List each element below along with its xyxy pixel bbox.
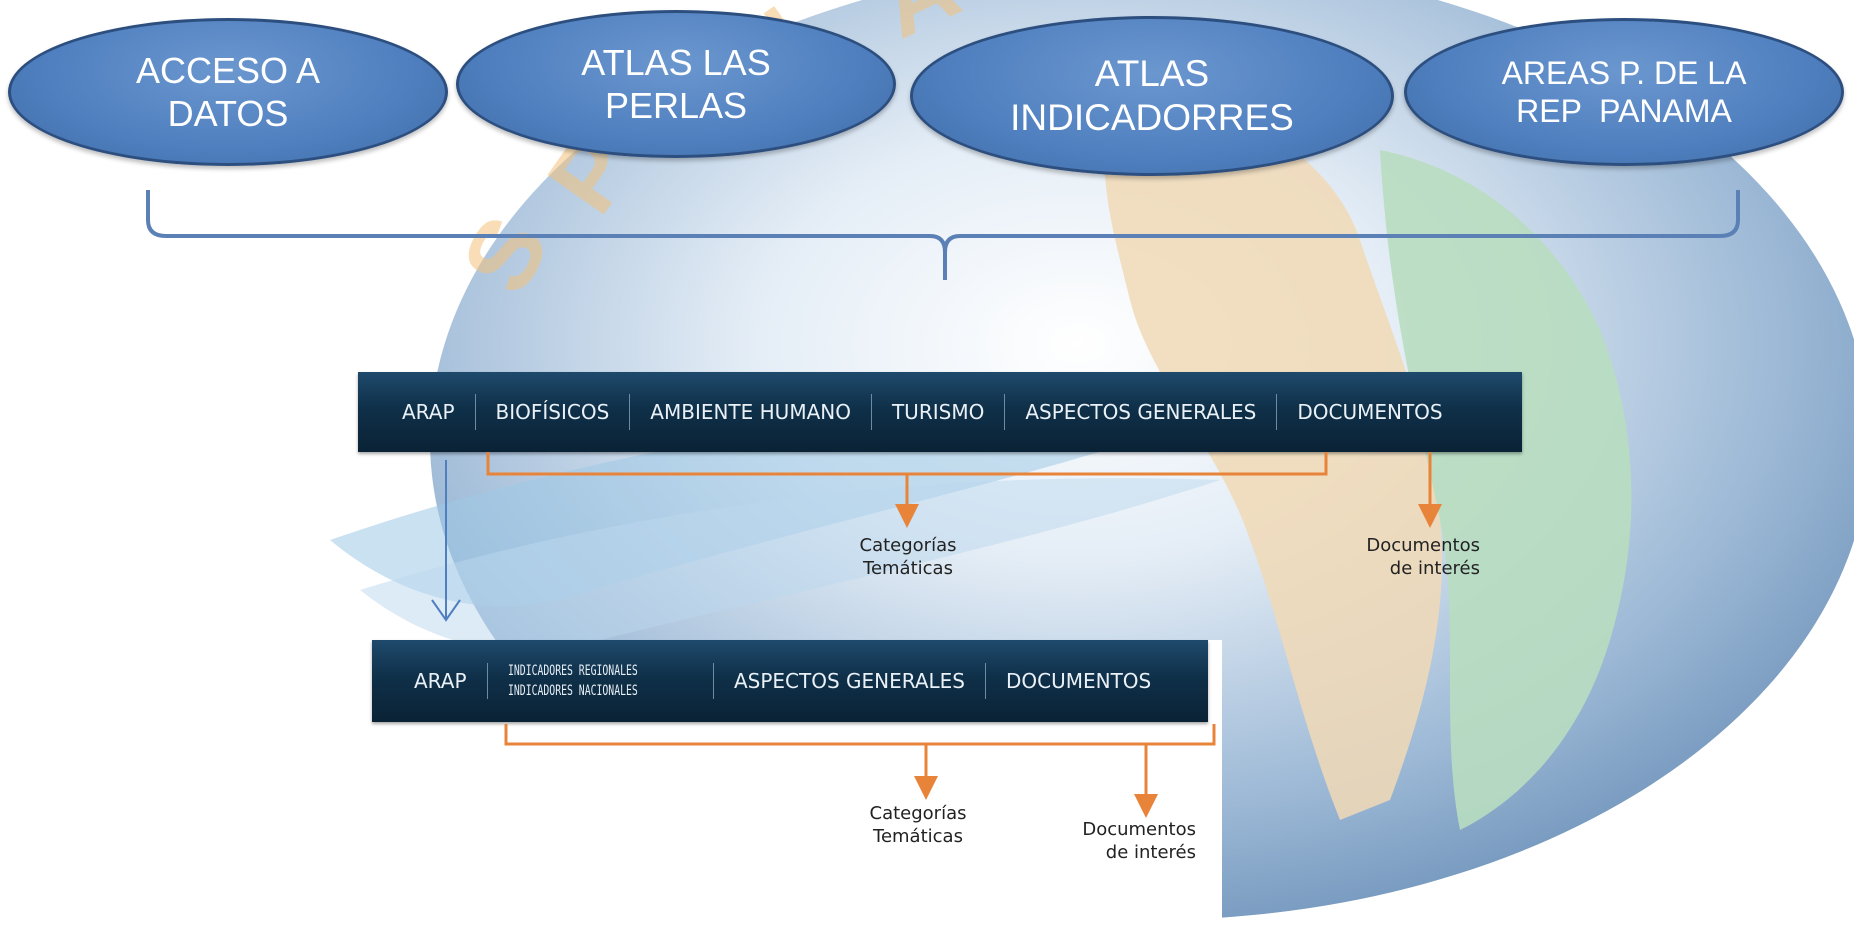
nav-separator — [870, 394, 872, 430]
oval-acceso-datos-line2: DATOS — [167, 93, 289, 134]
label-documentos-2-line2: de interés — [1105, 842, 1196, 864]
oval-areas-panama[interactable]: AREAS P. DE LA REP PANAMA — [1404, 18, 1844, 166]
label-documentos-1-line2: de interés — [1389, 558, 1480, 580]
continent-shape-green — [1380, 150, 1632, 830]
label-categorias-1-line2: Temáticas — [863, 558, 953, 580]
label-categorias-2: Categorías Temáticas — [828, 802, 1008, 849]
label-categorias-1-line1: Categorías — [859, 535, 957, 556]
nav2-item-indicadores-regionales[interactable]: INDICADORES REGIONALES — [507, 662, 638, 679]
oval-atlas-perlas-line2: PERLAS — [604, 85, 748, 126]
oval-atlas-indicadores-line1: ATLAS — [1094, 52, 1210, 94]
nav-item-ambiente-humano[interactable]: AMBIENTE HUMANO — [650, 400, 851, 424]
nav-separator — [486, 663, 488, 699]
swoosh-shape-2 — [360, 478, 1220, 652]
label-documentos-1: Documentos de interés — [1336, 534, 1480, 581]
nav2-item-arap[interactable]: ARAP — [414, 669, 467, 693]
nav-item-aspectos-generales[interactable]: ASPECTOS GENERALES — [1025, 400, 1257, 424]
oval-atlas-indicadores-line2: INDICADORRES — [1010, 97, 1294, 138]
nav-item-arap[interactable]: ARAP — [402, 400, 455, 424]
label-documentos-2-line1: Documentos — [1082, 819, 1196, 840]
oval-acceso-datos[interactable]: ACCESO A DATOS — [8, 18, 448, 166]
label-categorias-2-line2: Temáticas — [873, 826, 963, 848]
top-brace — [146, 190, 1740, 280]
nav-separator — [984, 663, 986, 699]
nav-item-biofisicos[interactable]: BIOFÍSICOS — [495, 400, 610, 424]
oval-acceso-datos-line1: ACCESO A — [135, 49, 321, 91]
nav-separator — [1004, 394, 1006, 430]
nav-separator — [1276, 394, 1278, 430]
oval-atlas-indicadores[interactable]: ATLAS INDICADORRES — [910, 16, 1394, 176]
nav2-indicadores-stack: INDICADORES REGIONALES INDICADORES NACIO… — [488, 661, 713, 702]
nav-separator — [474, 394, 476, 430]
oval-atlas-perlas[interactable]: ATLAS LAS PERLAS — [456, 10, 896, 158]
label-documentos-1-line1: Documentos — [1366, 535, 1480, 556]
nav-item-turismo[interactable]: TURISMO — [891, 400, 985, 424]
nav-separator — [712, 663, 714, 699]
navbar-atlas-indicadores: ARAP INDICADORES REGIONALES INDICADORES … — [372, 640, 1208, 722]
label-categorias-1: Categorías Temáticas — [818, 534, 998, 581]
oval-areas-panama-line2: REP PANAMA — [1516, 93, 1732, 129]
nav2-item-aspectos-generales[interactable]: ASPECTOS GENERALES — [733, 669, 965, 693]
navbar-atlas-perlas: ARAP BIOFÍSICOS AMBIENTE HUMANO TURISMO … — [358, 372, 1522, 452]
nav-separator — [629, 394, 631, 430]
oval-atlas-perlas-line1: ATLAS LAS — [581, 41, 771, 83]
label-documentos-2: Documentos de interés — [1052, 818, 1196, 865]
label-categorias-2-line1: Categorías — [869, 803, 967, 824]
oval-areas-panama-line1: AREAS P. DE LA — [1501, 54, 1747, 91]
nav2-item-documentos[interactable]: DOCUMENTOS — [1005, 669, 1152, 693]
nav-item-documentos[interactable]: DOCUMENTOS — [1297, 400, 1443, 424]
nav2-item-indicadores-nacionales[interactable]: INDICADORES NACIONALES — [507, 683, 638, 699]
